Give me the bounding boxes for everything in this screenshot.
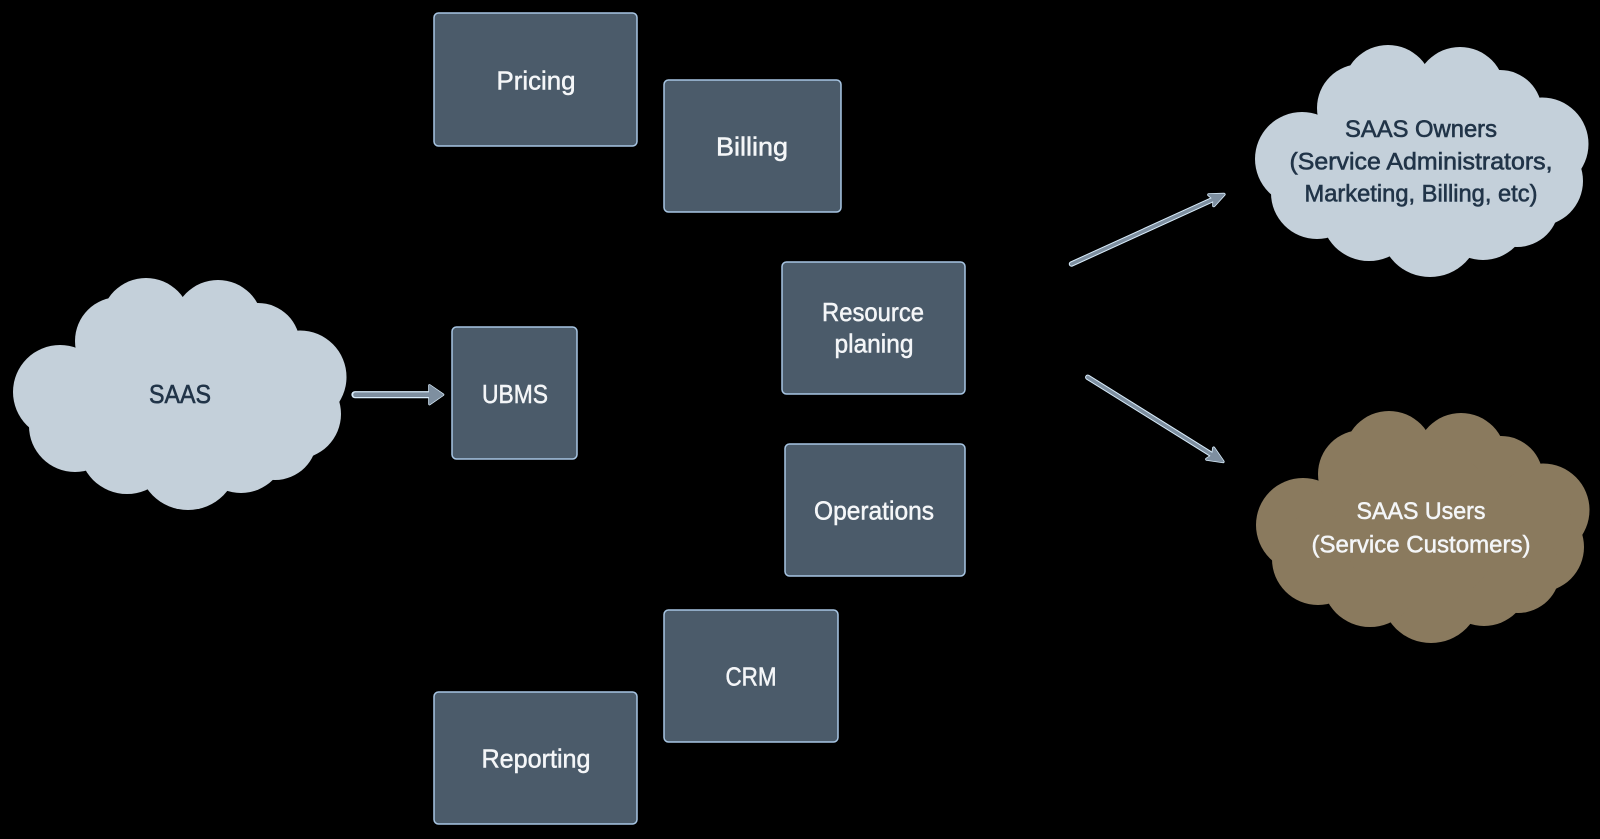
svg-text:Resource: Resource [822, 297, 924, 327]
svg-text:(Service Customers): (Service Customers) [1312, 531, 1531, 558]
svg-text:UBMS: UBMS [482, 379, 548, 409]
svg-text:SAAS Owners: SAAS Owners [1345, 116, 1497, 143]
svg-text:Reporting: Reporting [482, 743, 591, 773]
svg-text:(Service Administrators,: (Service Administrators, [1290, 149, 1553, 176]
svg-text:SAAS Users: SAAS Users [1357, 498, 1486, 525]
svg-text:Billing: Billing [716, 131, 788, 161]
svg-text:planing: planing [835, 329, 914, 359]
svg-text:Pricing: Pricing [497, 65, 576, 95]
svg-text:SAAS: SAAS [149, 379, 211, 409]
svg-text:Operations: Operations [814, 495, 934, 525]
svg-text:Marketing, Billing, etc): Marketing, Billing, etc) [1305, 181, 1538, 208]
svg-text:CRM: CRM [726, 661, 777, 691]
